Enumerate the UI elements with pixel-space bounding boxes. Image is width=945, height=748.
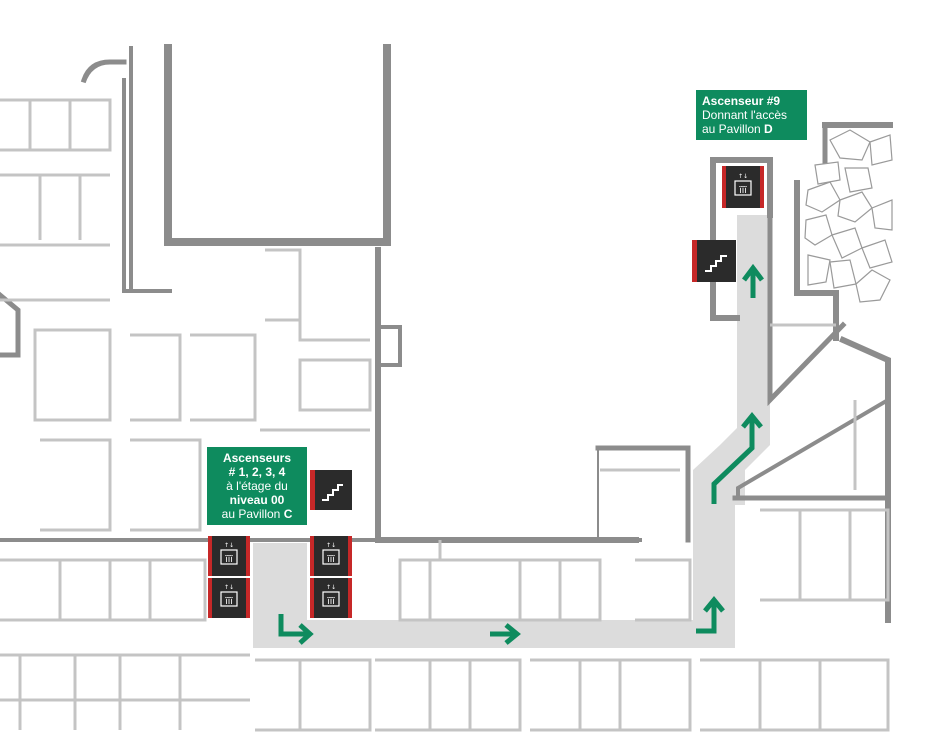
elevator-icon: ↑↓ ĭĭĭ: [310, 536, 352, 576]
elevator-label-pavillon-c: Ascenseurs # 1, 2, 3, 4 à l'étage du niv…: [207, 447, 307, 525]
arrow-up-icon: [711, 412, 763, 504]
svg-text:ĭĭĭ: ĭĭĭ: [738, 186, 747, 196]
label-access-text: Donnant l'accès: [702, 108, 788, 122]
svg-text:↑↓: ↑↓: [326, 542, 336, 549]
room-outlines: [0, 98, 890, 732]
label-title: Ascenseur #9: [702, 94, 781, 108]
stairs-icon: [692, 240, 736, 282]
svg-text:ĭĭĭ: ĭĭĭ: [326, 555, 335, 565]
turn-right-arrow-icon: [278, 614, 314, 645]
label-pavillon: au Pavillon C: [221, 507, 293, 521]
svg-text:ĭĭĭ: ĭĭĭ: [224, 555, 233, 565]
elevator-icon: ↑↓ ĭĭĭ: [722, 166, 764, 208]
label-elevator-numbers: # 1, 2, 3, 4: [228, 465, 286, 479]
arrow-up-icon: [742, 263, 764, 298]
label-pavillon: au Pavillon D: [702, 122, 773, 136]
elevator-label-pavillon-d: Ascenseur #9 Donnant l'accès au Pavillon…: [696, 90, 807, 140]
svg-text:↑↓: ↑↓: [326, 584, 336, 591]
elevator-icon: ↑↓ ĭĭĭ: [208, 536, 250, 576]
stairs-icon: [310, 470, 352, 510]
elevator-icon: ↑↓ ĭĭĭ: [310, 578, 352, 618]
turn-right-arrow-icon: [696, 596, 725, 634]
label-floor-text: à l'étage du: [226, 479, 288, 493]
svg-text:ĭĭĭ: ĭĭĭ: [326, 597, 335, 607]
arrow-right-icon: [490, 623, 521, 645]
label-level: niveau 00: [229, 493, 285, 507]
svg-text:↑↓: ↑↓: [224, 542, 234, 549]
elevator-icon: ↑↓ ĭĭĭ: [208, 578, 250, 618]
svg-text:ĭĭĭ: ĭĭĭ: [224, 597, 233, 607]
svg-text:↑↓: ↑↓: [224, 584, 234, 591]
building-walls: [0, 44, 893, 623]
label-title: Ascenseurs: [222, 451, 292, 465]
svg-text:↑↓: ↑↓: [738, 173, 748, 180]
route-arrows: [278, 263, 764, 645]
patio-stones: [804, 129, 893, 303]
